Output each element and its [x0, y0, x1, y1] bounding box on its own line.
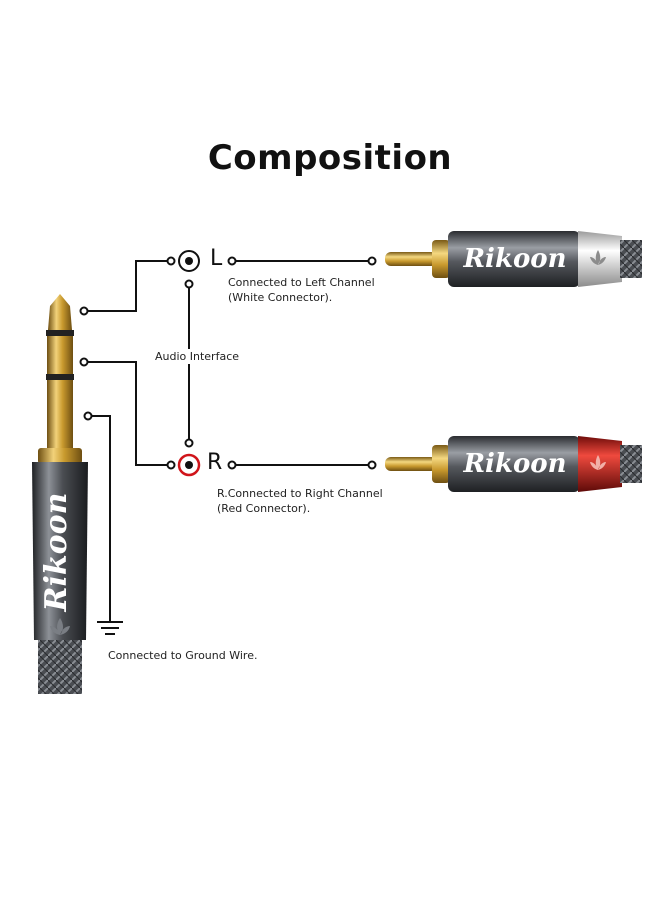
node-left-rca — [367, 256, 377, 266]
trs-cable — [38, 640, 82, 694]
right-channel-letter: R — [207, 450, 223, 475]
rca-cable-white — [620, 240, 642, 278]
wire-endpoints — [79, 256, 377, 470]
trs-collar — [38, 448, 82, 464]
trs-plug: Rikoon — [32, 294, 88, 694]
right-channel-label: R.Connected to Right Channel (Red Connec… — [217, 486, 383, 516]
rca-plug-white: Rikoon — [385, 231, 642, 287]
ground-icon — [97, 621, 123, 635]
wire-tip-left — [84, 260, 171, 312]
node-right-in — [166, 460, 176, 470]
right-channel-line2: (Red Connector). — [217, 502, 311, 515]
right-channel-line1: R.Connected to Right Channel — [217, 487, 383, 500]
wire-ring-right — [84, 361, 171, 466]
trs-ring — [47, 336, 73, 374]
rca-sleeve-red — [432, 445, 450, 483]
rca-body-white — [448, 231, 580, 287]
lotus-logo-icon — [590, 250, 606, 265]
node-interface-top — [184, 279, 194, 289]
node-tip — [79, 306, 89, 316]
rca-brand-white: Rikoon — [462, 244, 566, 274]
jack-symbol-icon — [178, 250, 200, 272]
node-right-out — [227, 460, 237, 470]
trs-tip — [48, 294, 72, 330]
node-ring — [79, 357, 89, 367]
wire-sleeve-ground — [88, 415, 111, 614]
lotus-logo-icon — [590, 455, 606, 470]
rca-pin-white — [385, 252, 437, 266]
node-sleeve — [83, 411, 93, 421]
trs-brand: Rikoon — [39, 493, 74, 613]
node-left-in — [166, 256, 176, 266]
rca-pin-red — [385, 457, 437, 471]
trs-sleeve — [47, 380, 73, 450]
rca-brand-red: Rikoon — [462, 449, 566, 479]
node-right-rca — [367, 460, 377, 470]
lotus-logo-icon — [50, 618, 70, 635]
audio-interface-label: Audio Interface — [153, 349, 242, 364]
rca-cable-red — [620, 445, 642, 483]
trs-insulator-2 — [46, 374, 74, 380]
trs-insulator-1 — [46, 330, 74, 336]
left-channel-line2: (White Connector). — [228, 291, 333, 304]
jack-symbol-icon — [177, 453, 201, 477]
left-channel-label: Connected to Left Channel (White Connect… — [228, 275, 375, 305]
rca-body-red — [448, 436, 580, 492]
trs-body — [32, 462, 88, 640]
page-title: Composition — [207, 138, 453, 178]
left-channel-letter: L — [210, 246, 223, 271]
rca-sleeve-white — [432, 240, 450, 278]
node-left-out — [227, 256, 237, 266]
left-channel-line1: Connected to Left Channel — [228, 276, 375, 289]
ground-label: Connected to Ground Wire. — [108, 649, 258, 662]
wiring — [84, 260, 372, 614]
rca-plug-red: Rikoon — [385, 436, 642, 492]
node-interface-bottom — [184, 438, 194, 448]
